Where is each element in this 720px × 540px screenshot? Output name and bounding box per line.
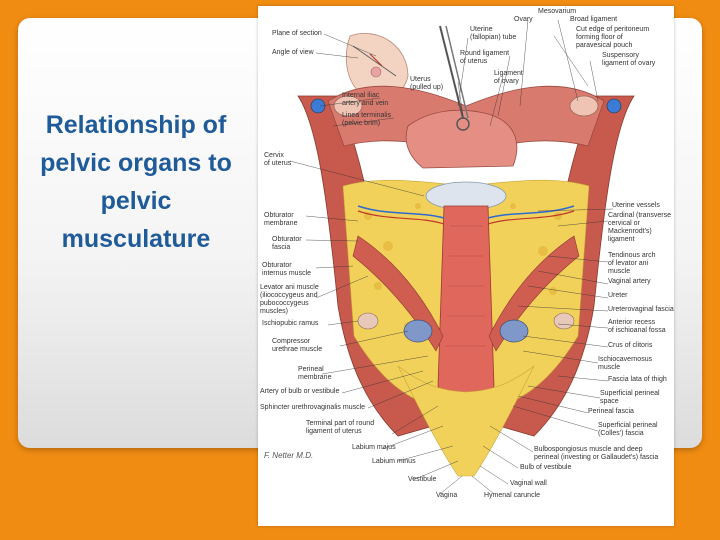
label-ovary: Ovary	[514, 16, 533, 23]
label-suspensory-ligament: Suspensory ligament of ovary	[602, 52, 656, 67]
slide-title: Relationship of pelvic organs to pelvic …	[40, 111, 232, 253]
label-tendinous-arch: Tendinous arch of levator ani muscle	[608, 252, 656, 275]
label-superficial-perineal-space: Superficial perineal space	[600, 390, 660, 405]
label-bulbospongiosus: Bulbospongiosus muscle and deep perineal…	[534, 446, 659, 461]
label-round-ligament: Round ligament of uterus	[460, 50, 510, 65]
label-perineal-fascia: Perineal fascia	[588, 408, 634, 415]
label-compressor-urethrae: Compressor urethrae muscle	[272, 338, 323, 353]
label-ureterovaginal-fascia: Ureterovaginal fascia	[608, 306, 674, 313]
label-fascia-lata: Fascia lata of thigh	[608, 376, 667, 383]
label-cardinal-ligament: Cardinal (transverse cervical or Mackenr…	[608, 212, 672, 243]
label-terminal-round-ligament: Terminal part of round ligament of uteru…	[306, 420, 375, 435]
label-linea-terminalis: Linea terminalis (pelvic brim)	[342, 112, 392, 127]
label-anterior-recess: Anterior recess of ischioanal fossa	[608, 319, 666, 334]
anatomy-illustration	[289, 19, 635, 495]
label-obturator-internus: Obturator internus muscle	[262, 262, 312, 277]
label-perineal-membrane: Perineal membrane	[298, 366, 332, 381]
label-labium-minus: Labium minus	[372, 458, 416, 465]
label-angle-of-view: Angle of view	[272, 49, 314, 56]
label-broad-ligament: Broad ligament	[570, 16, 618, 23]
label-cut-edge-peritoneum: Cut edge of peritoneum forming floor of …	[576, 26, 650, 49]
label-plane-of-section: Plane of section	[272, 30, 322, 37]
label-crus-of-clitoris: Crus of clitoris	[608, 342, 653, 349]
label-internal-iliac: Internal iliac artery and vein	[342, 92, 389, 107]
label-ligament-of-ovary: Ligament of ovary	[494, 70, 523, 85]
artist-signature: F. Netter M.D.	[264, 451, 314, 460]
label-ureter: Ureter	[608, 292, 628, 299]
label-ischiopubic-ramus: Ischiopubic ramus	[262, 320, 319, 327]
anatomy-figure: Plane of section Angle of view Mesovariu…	[258, 6, 674, 526]
label-mesovarium: Mesovarium	[538, 8, 577, 15]
label-sphincter-urethrovaginalis: Sphincter urethrovaginalis muscle	[260, 404, 366, 411]
label-superficial-perineal-colles: Superficial perineal (Colles') fascia	[598, 422, 658, 437]
label-obturator-fascia: Obturator fascia	[272, 236, 302, 251]
label-uterine-vessels: Uterine vessels	[612, 202, 660, 209]
label-obturator-membrane: Obturator membrane	[264, 212, 298, 227]
label-vaginal-artery: Vaginal artery	[608, 278, 651, 285]
label-bulb-of-vestibule: Bulb of vestibule	[520, 464, 572, 471]
label-cervix: Cervix of uterus	[264, 152, 292, 167]
label-uterus-pulled-up: Uterus (pulled up)	[410, 76, 444, 91]
label-hymenal-caruncle: Hymenal caruncle	[484, 492, 541, 499]
label-levator-ani: Levator ani muscle (iliococcygeus and pu…	[260, 284, 319, 315]
label-vestibule: Vestibule	[408, 476, 437, 483]
label-artery-of-bulb: Artery of bulb or vestibule	[260, 388, 340, 395]
label-uterine-tube: Uterine (fallopian) tube	[470, 26, 517, 41]
label-vaginal-wall: Vaginal wall	[510, 480, 547, 487]
label-ischiocavernosus: Ischiocavernosus muscle	[598, 356, 653, 371]
label-vagina: Vagina	[436, 492, 458, 499]
label-labium-majus: Labium majus	[352, 444, 396, 451]
